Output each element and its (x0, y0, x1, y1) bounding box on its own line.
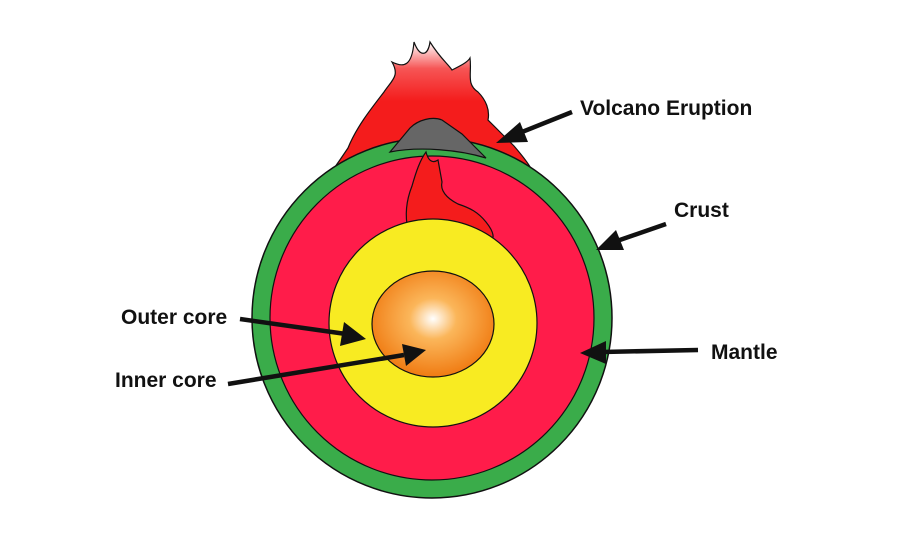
volcano-cone (388, 117, 487, 159)
arrow-volcano-eruption (496, 109, 573, 143)
label-outer-core: Outer core (121, 306, 228, 329)
label-mantle: Mantle (711, 341, 778, 364)
arrow-outer-core (239, 316, 366, 346)
arrow-mantle (580, 341, 699, 364)
label-crust: Crust (674, 199, 729, 222)
inner-core-layer (371, 270, 495, 378)
label-inner-core: Inner core (115, 369, 217, 392)
arrow-crust (596, 221, 667, 250)
label-volcano-eruption: Volcano Eruption (580, 97, 753, 120)
arrow-inner-core (227, 344, 426, 387)
